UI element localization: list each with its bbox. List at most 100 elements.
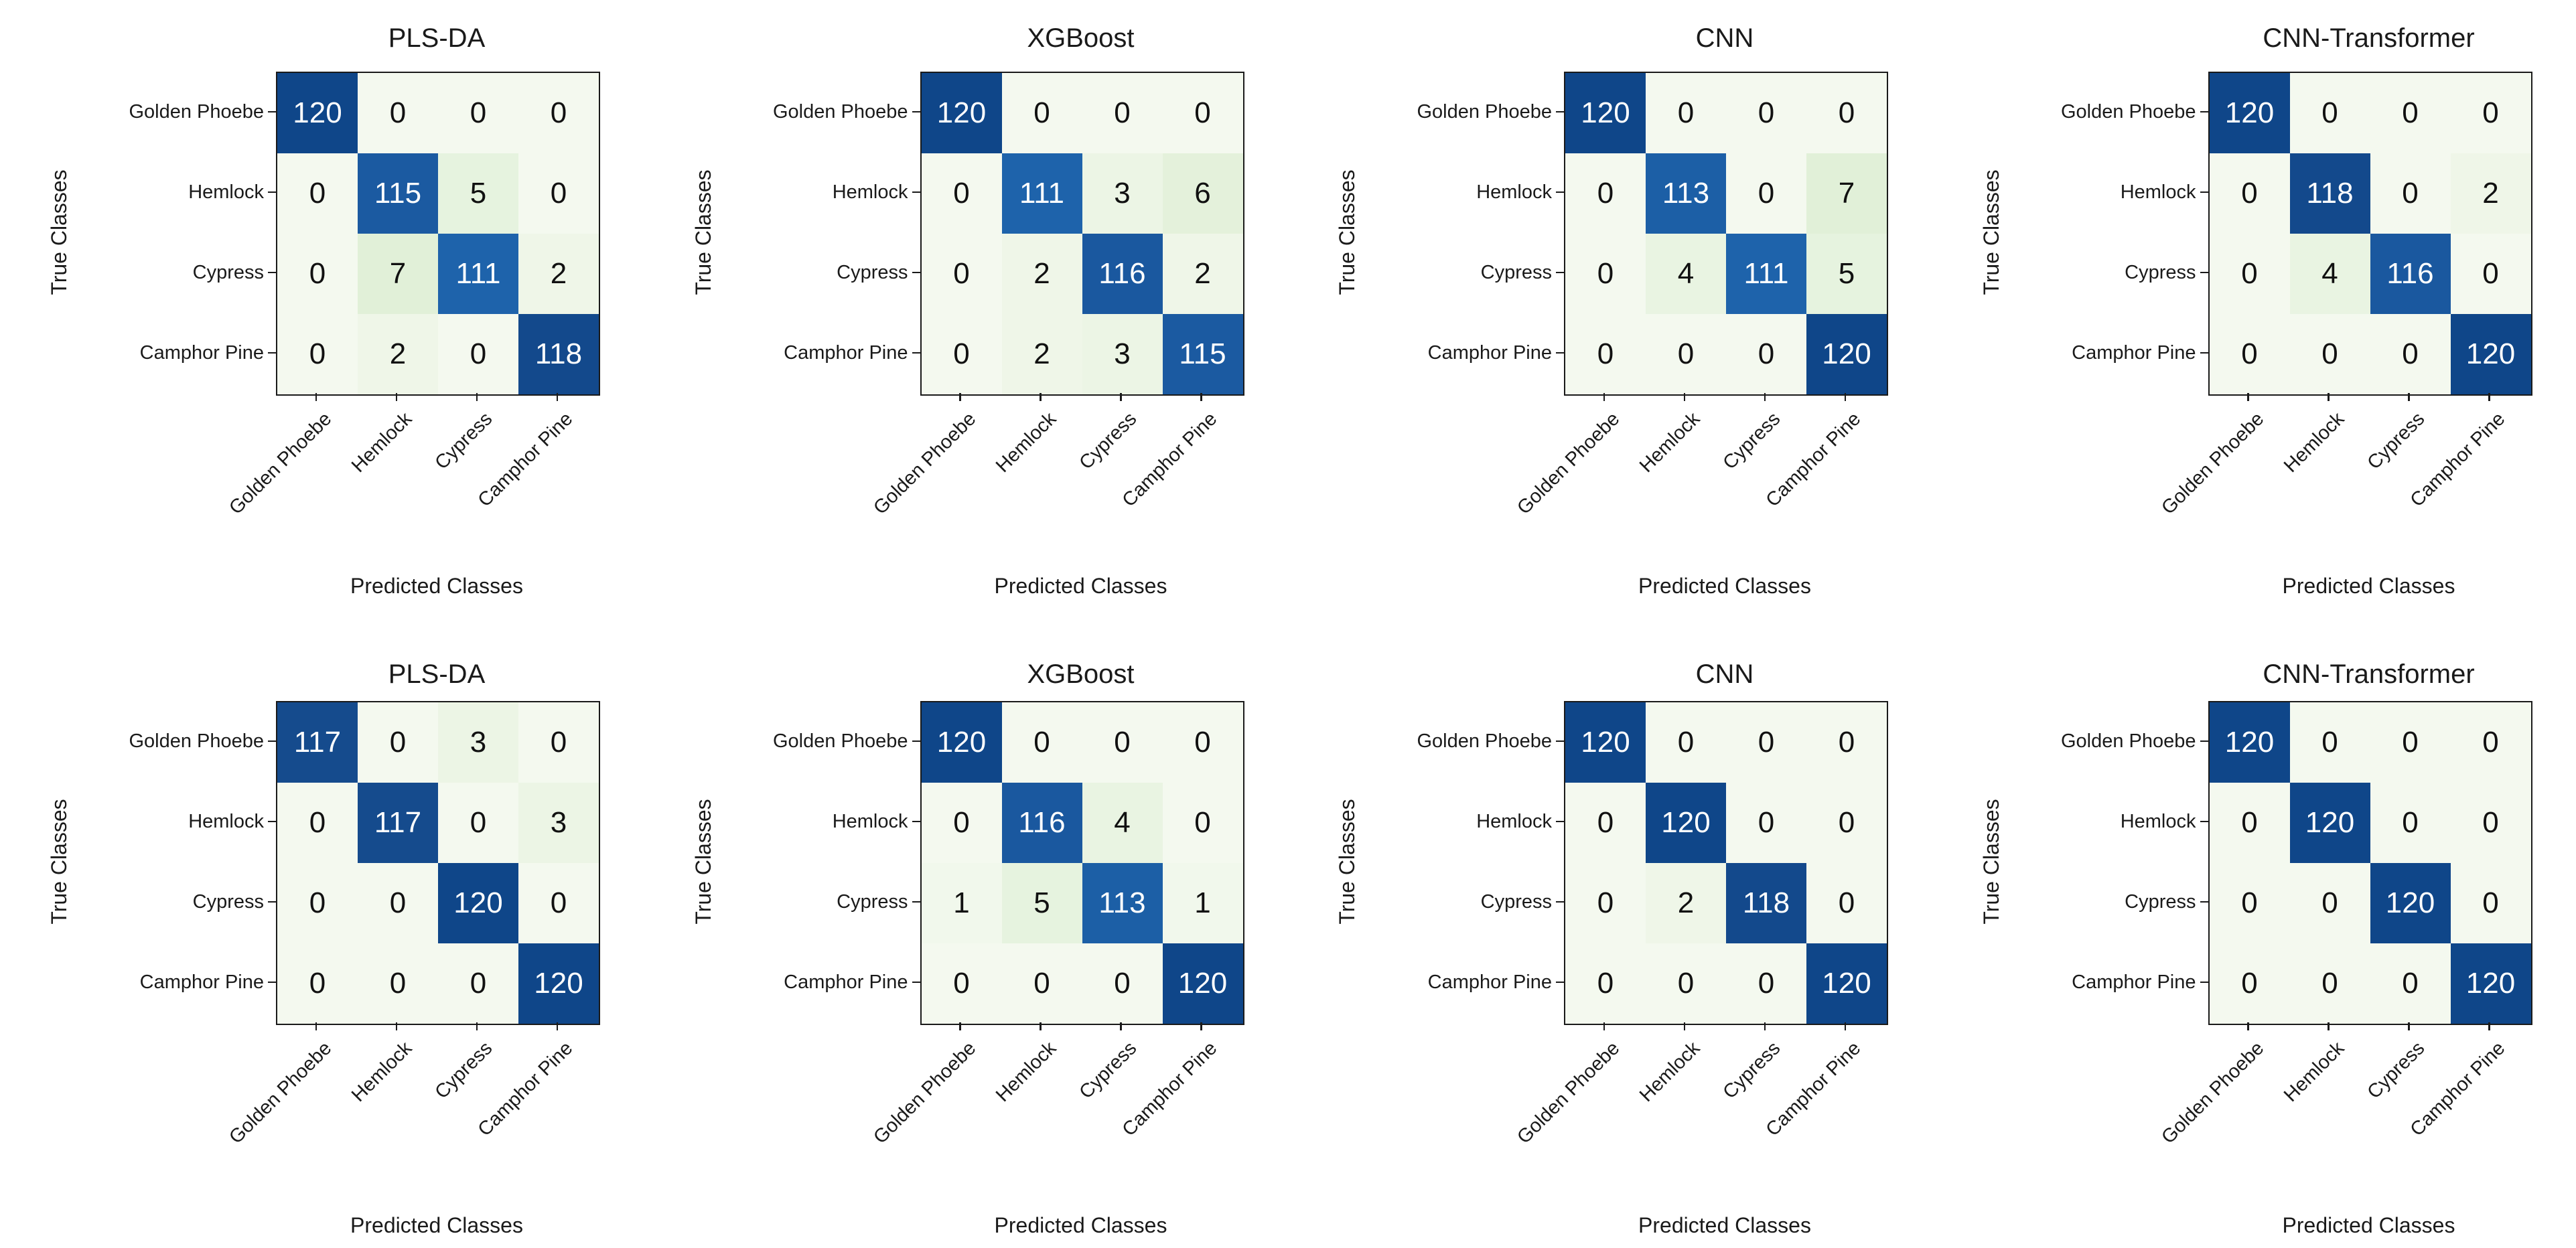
y-tick-label: Camphor Pine xyxy=(784,342,908,364)
matrix-cell-r1c3: 0 xyxy=(2370,702,2451,783)
x-tickmark xyxy=(2247,393,2249,401)
matrix-cell-r3c1: 0 xyxy=(277,234,358,314)
y-tickmark xyxy=(912,901,920,903)
y-tickmark xyxy=(912,110,920,113)
matrix-cell-r3c2: 2 xyxy=(1001,234,1082,314)
matrix-cell-r3c3: 116 xyxy=(2370,234,2451,314)
subplot-title: PLS-DA xyxy=(388,23,486,53)
x-tick-label: Camphor Pine xyxy=(474,408,577,512)
matrix-cell-r4c4: 120 xyxy=(518,943,599,1024)
matrix-cell-r1c2: 0 xyxy=(2289,73,2370,153)
y-tick-label: Golden Phoebe xyxy=(2060,730,2196,752)
y-tickmark xyxy=(912,820,920,823)
matrix-cell-r3c4: 0 xyxy=(2450,234,2531,314)
matrix-cell-r1c1: 117 xyxy=(277,702,358,783)
y-tick-label: Cypress xyxy=(837,891,908,913)
x-tick-label: Cypress xyxy=(2362,408,2429,474)
matrix-cell-r4c1: 0 xyxy=(1565,314,1646,394)
x-tick-label: Camphor Pine xyxy=(1118,1037,1221,1141)
matrix-cell-r1c4: 0 xyxy=(2450,702,2531,783)
y-tick-label: Hemlock xyxy=(832,811,908,832)
x-tickmark xyxy=(959,393,961,401)
matrix-cell-r1c4: 0 xyxy=(1806,73,1887,153)
y-tick-label: Cypress xyxy=(192,891,264,913)
matrix-cell-r3c4: 0 xyxy=(2450,863,2531,943)
x-tick-label: Cypress xyxy=(2362,1037,2429,1103)
x-tick-label: Cypress xyxy=(1074,1037,1141,1103)
matrix-cell-r1c1: 120 xyxy=(1565,702,1646,783)
y-tickmark xyxy=(2200,271,2208,274)
matrix-cell-r2c1: 0 xyxy=(921,783,1002,863)
matrix-cell-r3c2: 0 xyxy=(358,863,438,943)
matrix-cell-r4c2: 0 xyxy=(1001,943,1082,1024)
x-axis-label: Predicted Classes xyxy=(350,574,523,598)
y-tickmark xyxy=(268,820,276,823)
matrix-cell-r2c4: 6 xyxy=(1162,153,1243,234)
x-tickmark xyxy=(1603,393,1605,401)
matrix-cell-r1c4: 0 xyxy=(1162,702,1243,783)
x-tickmark xyxy=(476,393,478,401)
matrix-cell-r2c2: 116 xyxy=(1001,783,1082,863)
matrix-cell-r1c3: 0 xyxy=(1082,73,1163,153)
x-tickmark xyxy=(2488,393,2490,401)
y-tick-label: Golden Phoebe xyxy=(1417,101,1552,123)
matrix-cell-r4c3: 3 xyxy=(1082,314,1163,394)
matrix-cell-r2c1: 0 xyxy=(277,783,358,863)
matrix-cell-r4c1: 0 xyxy=(921,314,1002,394)
subplot-title: PLS-DA xyxy=(388,659,486,689)
x-tickmark xyxy=(476,1022,478,1030)
x-tickmark xyxy=(2328,393,2330,401)
matrix-cell-r4c3: 0 xyxy=(438,314,518,394)
matrix-cell-r4c1: 0 xyxy=(277,943,358,1024)
matrix-cell-r2c2: 118 xyxy=(2289,153,2370,234)
y-tickmark xyxy=(2200,981,2208,984)
x-tickmark xyxy=(2408,1022,2410,1030)
matrix-cell-r1c3: 0 xyxy=(1726,702,1806,783)
matrix-cell-r3c2: 7 xyxy=(358,234,438,314)
matrix-cell-r2c2: 111 xyxy=(1001,153,1082,234)
matrix-cell-r3c1: 0 xyxy=(921,234,1002,314)
matrix-cell-r3c3: 113 xyxy=(1082,863,1163,943)
matrix-cell-r4c3: 0 xyxy=(2370,314,2451,394)
matrix-cell-r3c2: 0 xyxy=(2289,863,2370,943)
matrix-cell-r2c2: 115 xyxy=(358,153,438,234)
y-tickmark xyxy=(1556,981,1564,984)
y-tick-label: Camphor Pine xyxy=(139,971,264,993)
matrix-cell-r3c1: 0 xyxy=(2209,863,2290,943)
y-tick-label: Hemlock xyxy=(832,181,908,203)
matrix-cell-r1c3: 3 xyxy=(438,702,518,783)
matrix-cell-r3c1: 1 xyxy=(921,863,1002,943)
matrix-cell-r3c4: 2 xyxy=(1162,234,1243,314)
subplot-title: CNN xyxy=(1695,23,1754,53)
x-tickmark xyxy=(1120,1022,1122,1030)
matrix-cell-r3c1: 0 xyxy=(1565,234,1646,314)
matrix-cell-r3c1: 0 xyxy=(2209,234,2290,314)
y-tick-label: Cypress xyxy=(192,262,264,283)
x-tick-label: Hemlock xyxy=(991,408,1060,477)
matrix-cell-r1c2: 0 xyxy=(1646,73,1726,153)
x-tick-label: Hemlock xyxy=(991,1037,1060,1107)
y-tickmark xyxy=(912,352,920,354)
subplot-title: CNN-Transformer xyxy=(2263,659,2475,689)
y-tick-label: Camphor Pine xyxy=(2072,342,2196,364)
y-tickmark xyxy=(268,740,276,743)
matrix-cell-r4c1: 0 xyxy=(2209,943,2290,1024)
x-tick-label: Hemlock xyxy=(2279,1037,2348,1107)
matrix-cell-r2c3: 0 xyxy=(2370,153,2451,234)
y-tickmark xyxy=(912,191,920,193)
y-tickmark xyxy=(2200,191,2208,193)
matrix-cell-r3c2: 4 xyxy=(1646,234,1726,314)
x-tickmark xyxy=(1603,1022,1605,1030)
x-tickmark xyxy=(1844,393,1847,401)
y-tick-label: Golden Phoebe xyxy=(2060,101,2196,123)
x-tick-label: Cypress xyxy=(1074,408,1141,474)
matrix-cell-r4c3: 0 xyxy=(2370,943,2451,1024)
